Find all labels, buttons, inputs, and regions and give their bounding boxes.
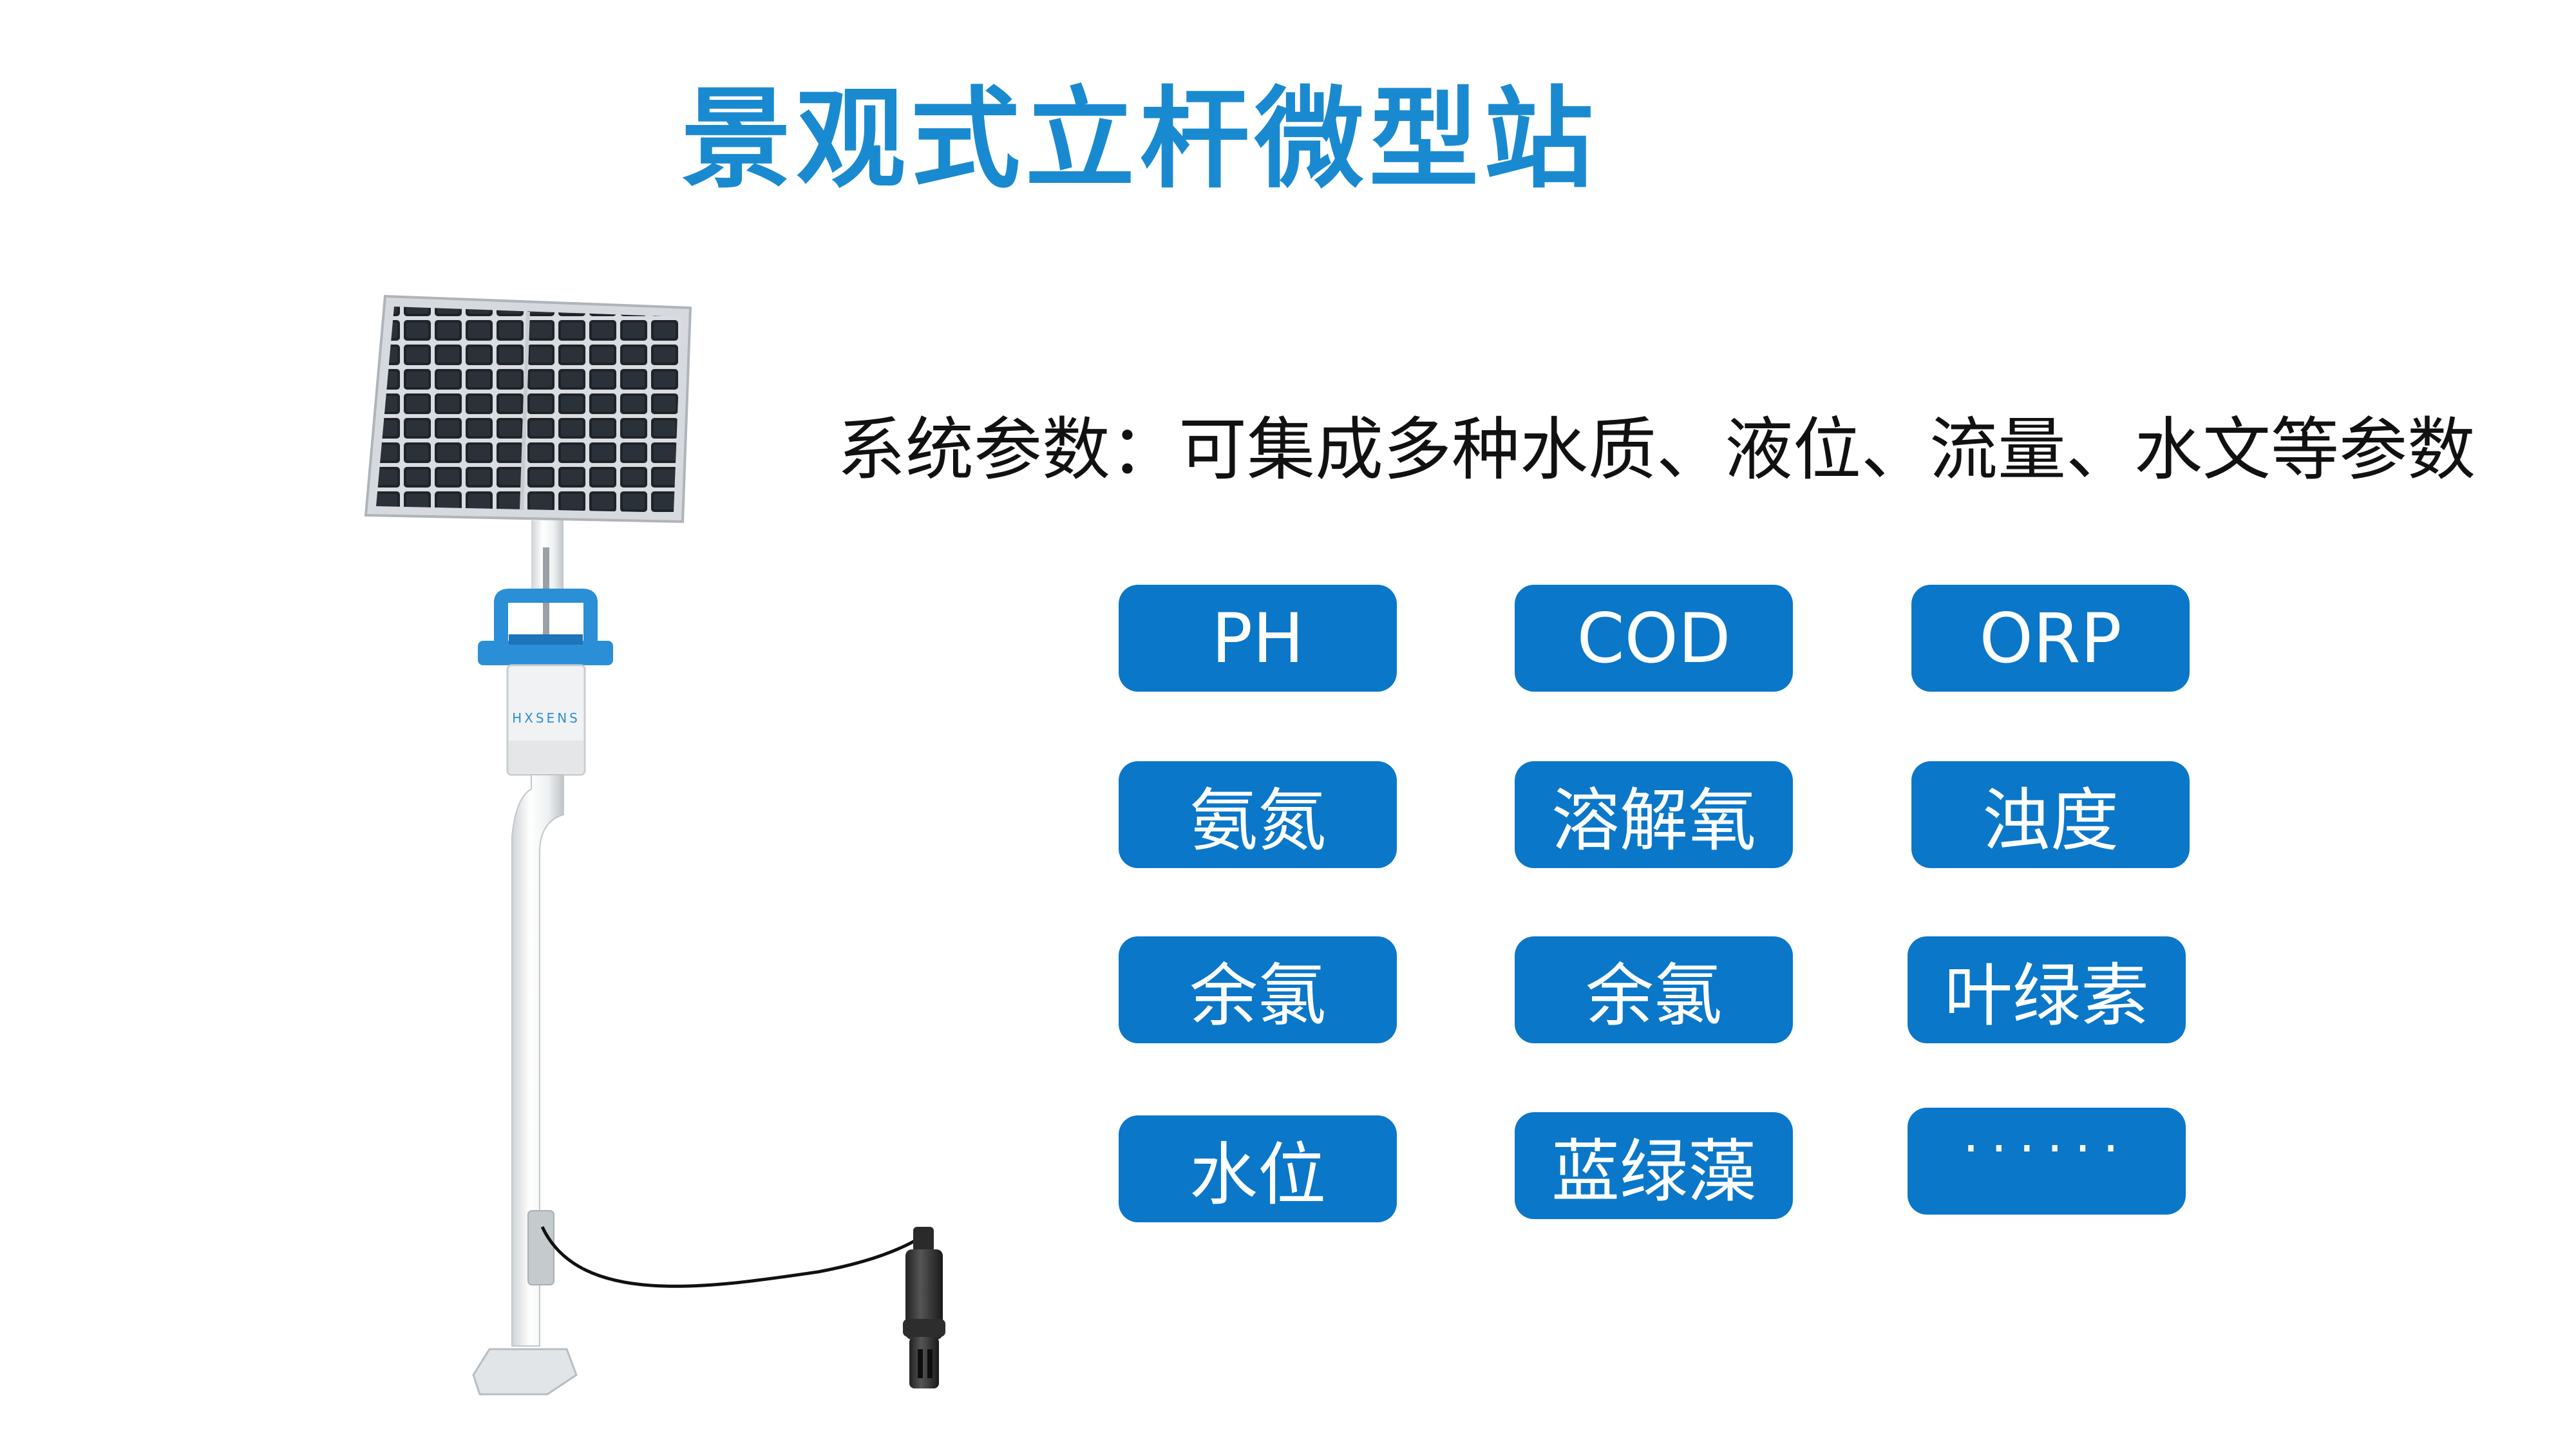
parameter-badge-more: ······ — [1908, 1108, 2186, 1215]
parameter-badge-ammonia: 氨氮 — [1119, 761, 1397, 868]
parameter-badge-chlorophyll: 叶绿素 — [1908, 936, 2186, 1043]
sensor-cable — [540, 1226, 923, 1288]
brand-label: HXSENS — [512, 710, 580, 726]
station-illustration: HXSENS — [364, 294, 945, 1396]
parameter-badge-ph: PH — [1119, 585, 1397, 692]
parameter-badge-dissolved-oxygen: 溶解氧 — [1515, 761, 1793, 868]
system-parameters-text: 系统参数：可集成多种水质、液位、流量、水文等参数 — [837, 410, 2476, 489]
controller-box: HXSENS — [478, 589, 613, 776]
parameter-badge-cod: COD — [1515, 585, 1793, 692]
main-pole — [472, 774, 578, 1396]
parameter-badge-blue-green-algae: 蓝绿藻 — [1515, 1112, 1793, 1219]
parameter-badge-residual-chlorine-2: 余氯 — [1515, 936, 1793, 1043]
solar-panel — [364, 294, 692, 524]
page-title: 景观式立杆微型站 — [681, 76, 1598, 204]
parameter-badge-residual-chlorine: 余氯 — [1119, 936, 1397, 1043]
sensor-probe — [903, 1227, 945, 1388]
parameter-badge-turbidity: 浊度 — [1911, 761, 2190, 868]
parameter-badge-orp: ORP — [1911, 585, 2190, 692]
parameter-badge-water-level: 水位 — [1119, 1115, 1397, 1222]
